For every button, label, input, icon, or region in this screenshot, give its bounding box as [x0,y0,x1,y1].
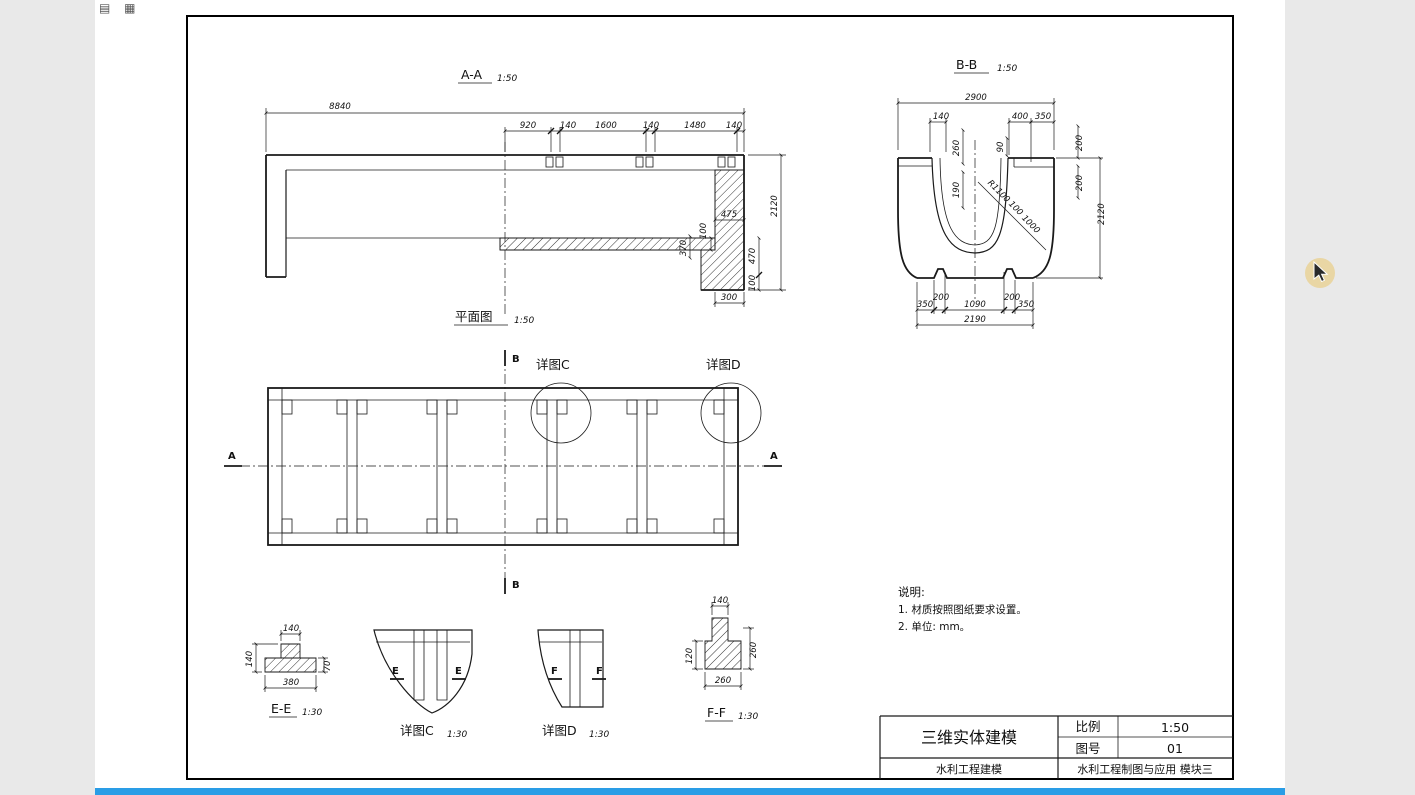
section-aa-view: A-A 1:50 8840 920 140 1600 140 [264,67,786,316]
view-scale-aa: 1:50 [497,74,517,84]
dim-ff-right: 260 [749,642,759,658]
cut-mark-e-right: E [455,666,462,677]
dim-aa-300: 300 [721,293,737,303]
dim-bb-height: 2120 [1097,203,1107,225]
notes-item-2: 2. 单位: mm。 [898,620,970,633]
toolbar-icons: ▤ ▦ [99,1,141,15]
detail-ee-view: 140 140 380 70 E-E 1:30 [245,624,333,718]
title-block-number-label: 图号 [1075,741,1100,756]
dim-aa-chain-3: 140 [643,121,659,131]
detail-d-view: F F 详图D 1:30 [537,629,609,740]
dim-aa-chain-0: 920 [520,121,536,131]
view-title-ff: F-F [707,705,726,720]
dim-aa-chain-2: 1600 [595,121,617,131]
dim-bb-bottom-3: 200 [1004,293,1020,303]
title-block-bottom-left: 水利工程建模 [936,762,1002,776]
title-block-project: 三维实体建模 [921,728,1017,747]
title-block-scale-label: 比例 [1075,719,1100,734]
dim-bb-bottom-2: 1090 [964,300,986,310]
dim-bb-bottom-1: 200 [933,293,949,303]
dim-bb-chain-2: 350 [1035,112,1051,122]
detail-ff-view: 140 120 260 260 F-F 1:30 [685,596,759,722]
dim-aa-height: 2120 [770,195,780,217]
title-block: 三维实体建模 比例 1:50 图号 01 水利工程建模 水利工程制图与应用 模块… [879,715,1233,779]
detail-circle-d [700,382,762,444]
dim-ff-left: 120 [685,648,695,664]
dim-bb-chain-1: 400 [1012,112,1028,122]
cut-mark-a-left: A [228,451,236,462]
view-title-aa: A-A [461,67,483,82]
cut-mark-f-right: F [596,666,603,677]
view-scale-ff: 1:30 [738,712,758,722]
title-block-number-value: 01 [1167,741,1183,756]
video-progress-bar[interactable] [95,788,1285,795]
dim-bb-90: 90 [996,142,1006,153]
dim-ee-left: 140 [245,651,255,667]
dim-bb-bottom-4: 350 [1018,300,1034,310]
dim-ee-bottom: 380 [283,678,299,688]
dim-aa-470: 470 [748,248,758,264]
section-bb-view: B-B 1:50 2900 140 400 350 260 190 [896,57,1107,329]
dim-bb-200b: 200 [1075,175,1085,191]
view-title-detail-c: 详图C [400,723,434,738]
cut-mark-f-left: F [551,666,558,677]
cut-mark-a-right: A [770,451,778,462]
view-scale-bb: 1:50 [997,64,1017,74]
dim-aa-370: 370 [679,240,689,256]
dim-bb-bottom-0: 350 [917,300,933,310]
dim-bb-260: 260 [952,140,962,156]
dim-aa-100-floor: 100 [699,223,709,239]
view-scale-detail-c: 1:30 [447,730,467,740]
mouse-cursor [1313,261,1329,283]
detail-d-callout: 详图D [706,357,741,372]
view-scale-ee: 1:30 [302,708,322,718]
detail-circle-c [530,382,592,444]
dim-aa-chain-1: 140 [560,121,576,131]
dim-ee-right: 70 [323,661,333,672]
dim-bb-chain-0: 140 [933,112,949,122]
dim-aa-100-foot: 100 [748,275,758,291]
view-title-bb: B-B [956,57,977,72]
view-scale-detail-d: 1:30 [589,730,609,740]
dim-bb-top: 2900 [965,93,987,103]
detail-c-view: E E 详图C 1:30 [373,629,473,740]
dim-bb-bottom-total: 2190 [964,315,986,325]
grid-icon-2[interactable]: ▦ [124,1,141,15]
dim-aa-475: 475 [721,210,737,220]
grid-icon[interactable]: ▤ [99,1,116,15]
dim-ee-top: 140 [283,624,299,634]
dim-ff-bottom: 260 [715,676,731,686]
view-title-detail-d: 详图D [542,723,577,738]
notes-heading: 说明: [898,585,925,599]
view-scale-plan: 1:50 [514,316,534,326]
title-block-bottom-right: 水利工程制图与应用 模块三 [1077,762,1213,776]
view-title-plan: 平面图 [455,309,493,324]
dim-aa-chain-4: 1480 [684,121,706,131]
wall-hatch [700,169,745,291]
dim-bb-190: 190 [952,182,962,198]
view-title-ee: E-E [271,701,291,716]
notes: 说明: 1. 材质按照图纸要求设置。 2. 单位: mm。 [898,585,1027,633]
dim-aa-chain-5: 140 [726,121,742,131]
cursor-arrow-icon [1313,261,1329,283]
notes-item-1: 1. 材质按照图纸要求设置。 [898,603,1027,616]
detail-c-callout: 详图C [536,357,570,372]
dim-aa-total: 8840 [329,102,351,112]
title-block-scale-value: 1:50 [1161,720,1189,735]
plan-view: 平面图 1:50 [224,309,782,594]
cut-mark-b-bottom: B [512,580,520,591]
cut-mark-e-left: E [392,666,399,677]
dim-ff-top: 140 [712,596,728,606]
cut-mark-b-top: B [512,354,520,365]
dim-bb-200a: 200 [1075,135,1085,151]
